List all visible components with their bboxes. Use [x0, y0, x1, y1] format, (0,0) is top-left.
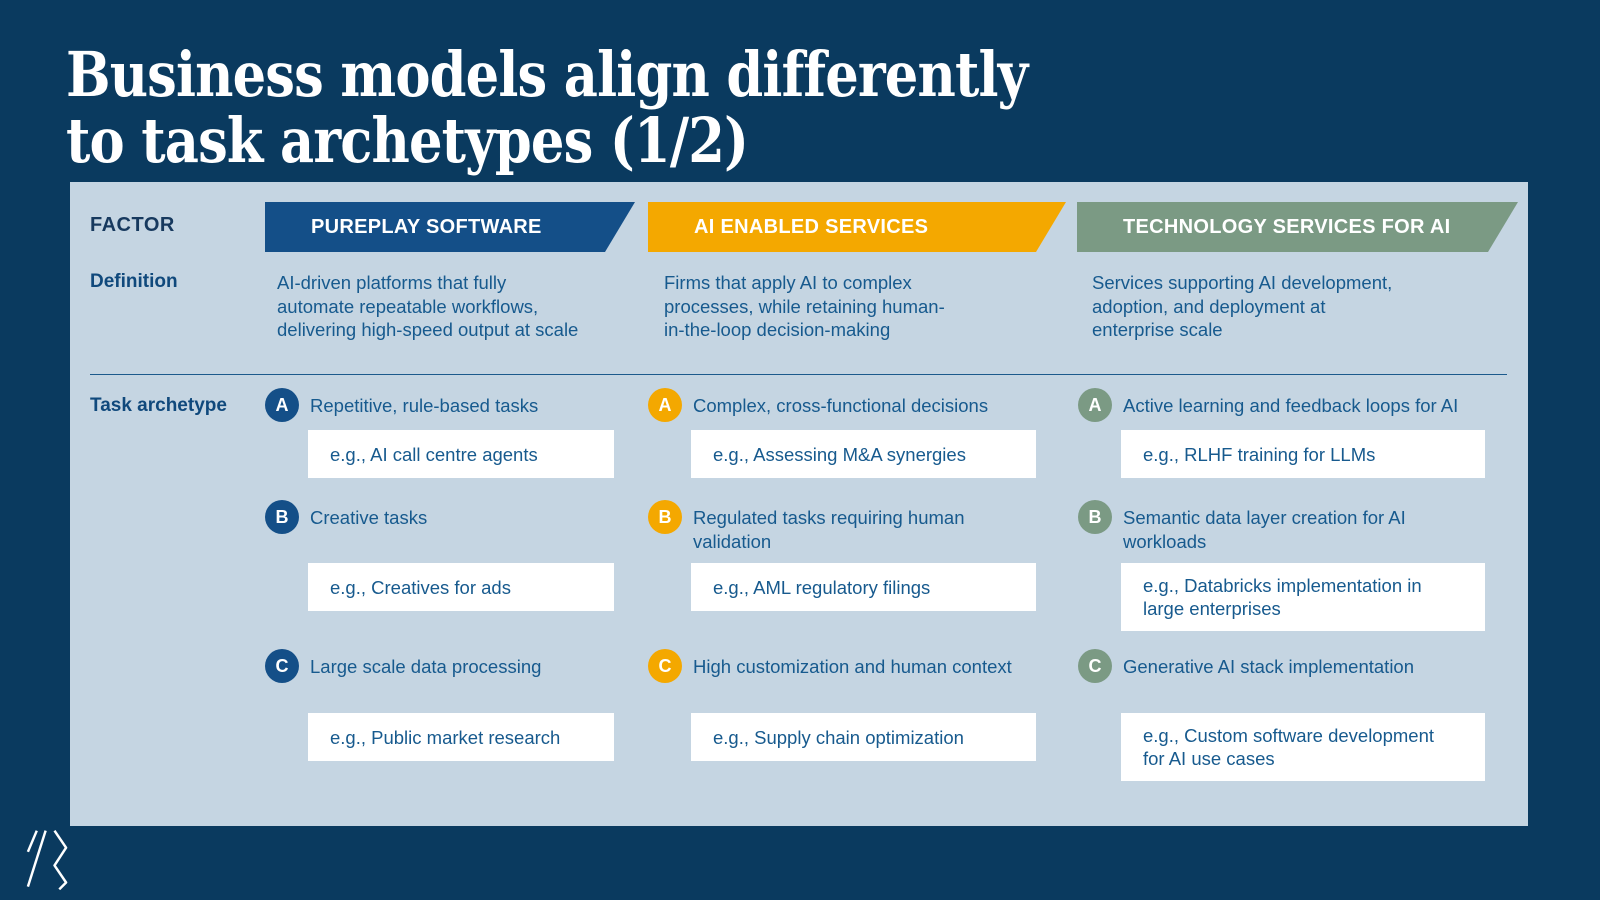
task-label: Creative tasks	[310, 507, 428, 528]
badge-b-icon: B	[265, 500, 299, 534]
task-label: Regulated tasks requiring human validati…	[693, 507, 965, 552]
task-label: Complex, cross-functional decisions	[693, 395, 989, 416]
badge-c-icon: C	[1078, 649, 1112, 683]
task-label: Repetitive, rule-based tasks	[310, 395, 539, 416]
factor-table-panel: FACTOR Definition Task archetype PUREPLA…	[70, 182, 1528, 826]
column-header-ai-enabled-services: AI ENABLED SERVICES	[648, 202, 1066, 252]
example-box: e.g., RLHF training for LLMs	[1121, 430, 1485, 478]
example-box: e.g., Creatives for ads	[308, 563, 614, 611]
definition-pureplay-software: AI-driven platforms that fully automate …	[277, 272, 579, 340]
brand-logo-icon	[26, 830, 68, 890]
example-box: e.g., Supply chain optimization	[691, 713, 1036, 761]
example-box: e.g., Custom software development for AI…	[1121, 713, 1485, 781]
example-box: e.g., AML regulatory filings	[691, 563, 1036, 611]
task-label: Generative AI stack implementation	[1123, 656, 1415, 677]
task-label: Large scale data processing	[310, 656, 542, 677]
task-archetype-row-label: Task archetype	[90, 395, 227, 416]
example-box: e.g., Databricks implementation in large…	[1121, 563, 1485, 631]
section-divider	[90, 374, 1507, 375]
badge-a-icon: A	[648, 388, 682, 422]
factor-column-header: FACTOR	[90, 214, 175, 236]
badge-a-icon: A	[1078, 388, 1112, 422]
definition-technology-services-for-ai: Services supporting AI development, adop…	[1092, 272, 1393, 340]
example-box: e.g., AI call centre agents	[308, 430, 614, 478]
task-label: Active learning and feedback loops for A…	[1123, 395, 1459, 416]
task-label: High customization and human context	[693, 656, 1012, 677]
badge-c-icon: C	[648, 649, 682, 683]
badge-c-icon: C	[265, 649, 299, 683]
column-header-pureplay-software: PUREPLAY SOFTWARE	[265, 202, 635, 252]
badge-a-icon: A	[265, 388, 299, 422]
example-box: e.g., Assessing M&A synergies	[691, 430, 1036, 478]
column-header-technology-services-for-ai: TECHNOLOGY SERVICES FOR AI	[1077, 202, 1518, 252]
badge-b-icon: B	[648, 500, 682, 534]
slide-title: Business models align differently to tas…	[66, 38, 1028, 177]
badge-b-icon: B	[1078, 500, 1112, 534]
definition-ai-enabled-services: Firms that apply AI to complex processes…	[664, 272, 945, 340]
example-box: e.g., Public market research	[308, 713, 614, 761]
task-label: Semantic data layer creation for AI work…	[1123, 507, 1406, 552]
definition-row-label: Definition	[90, 271, 178, 292]
